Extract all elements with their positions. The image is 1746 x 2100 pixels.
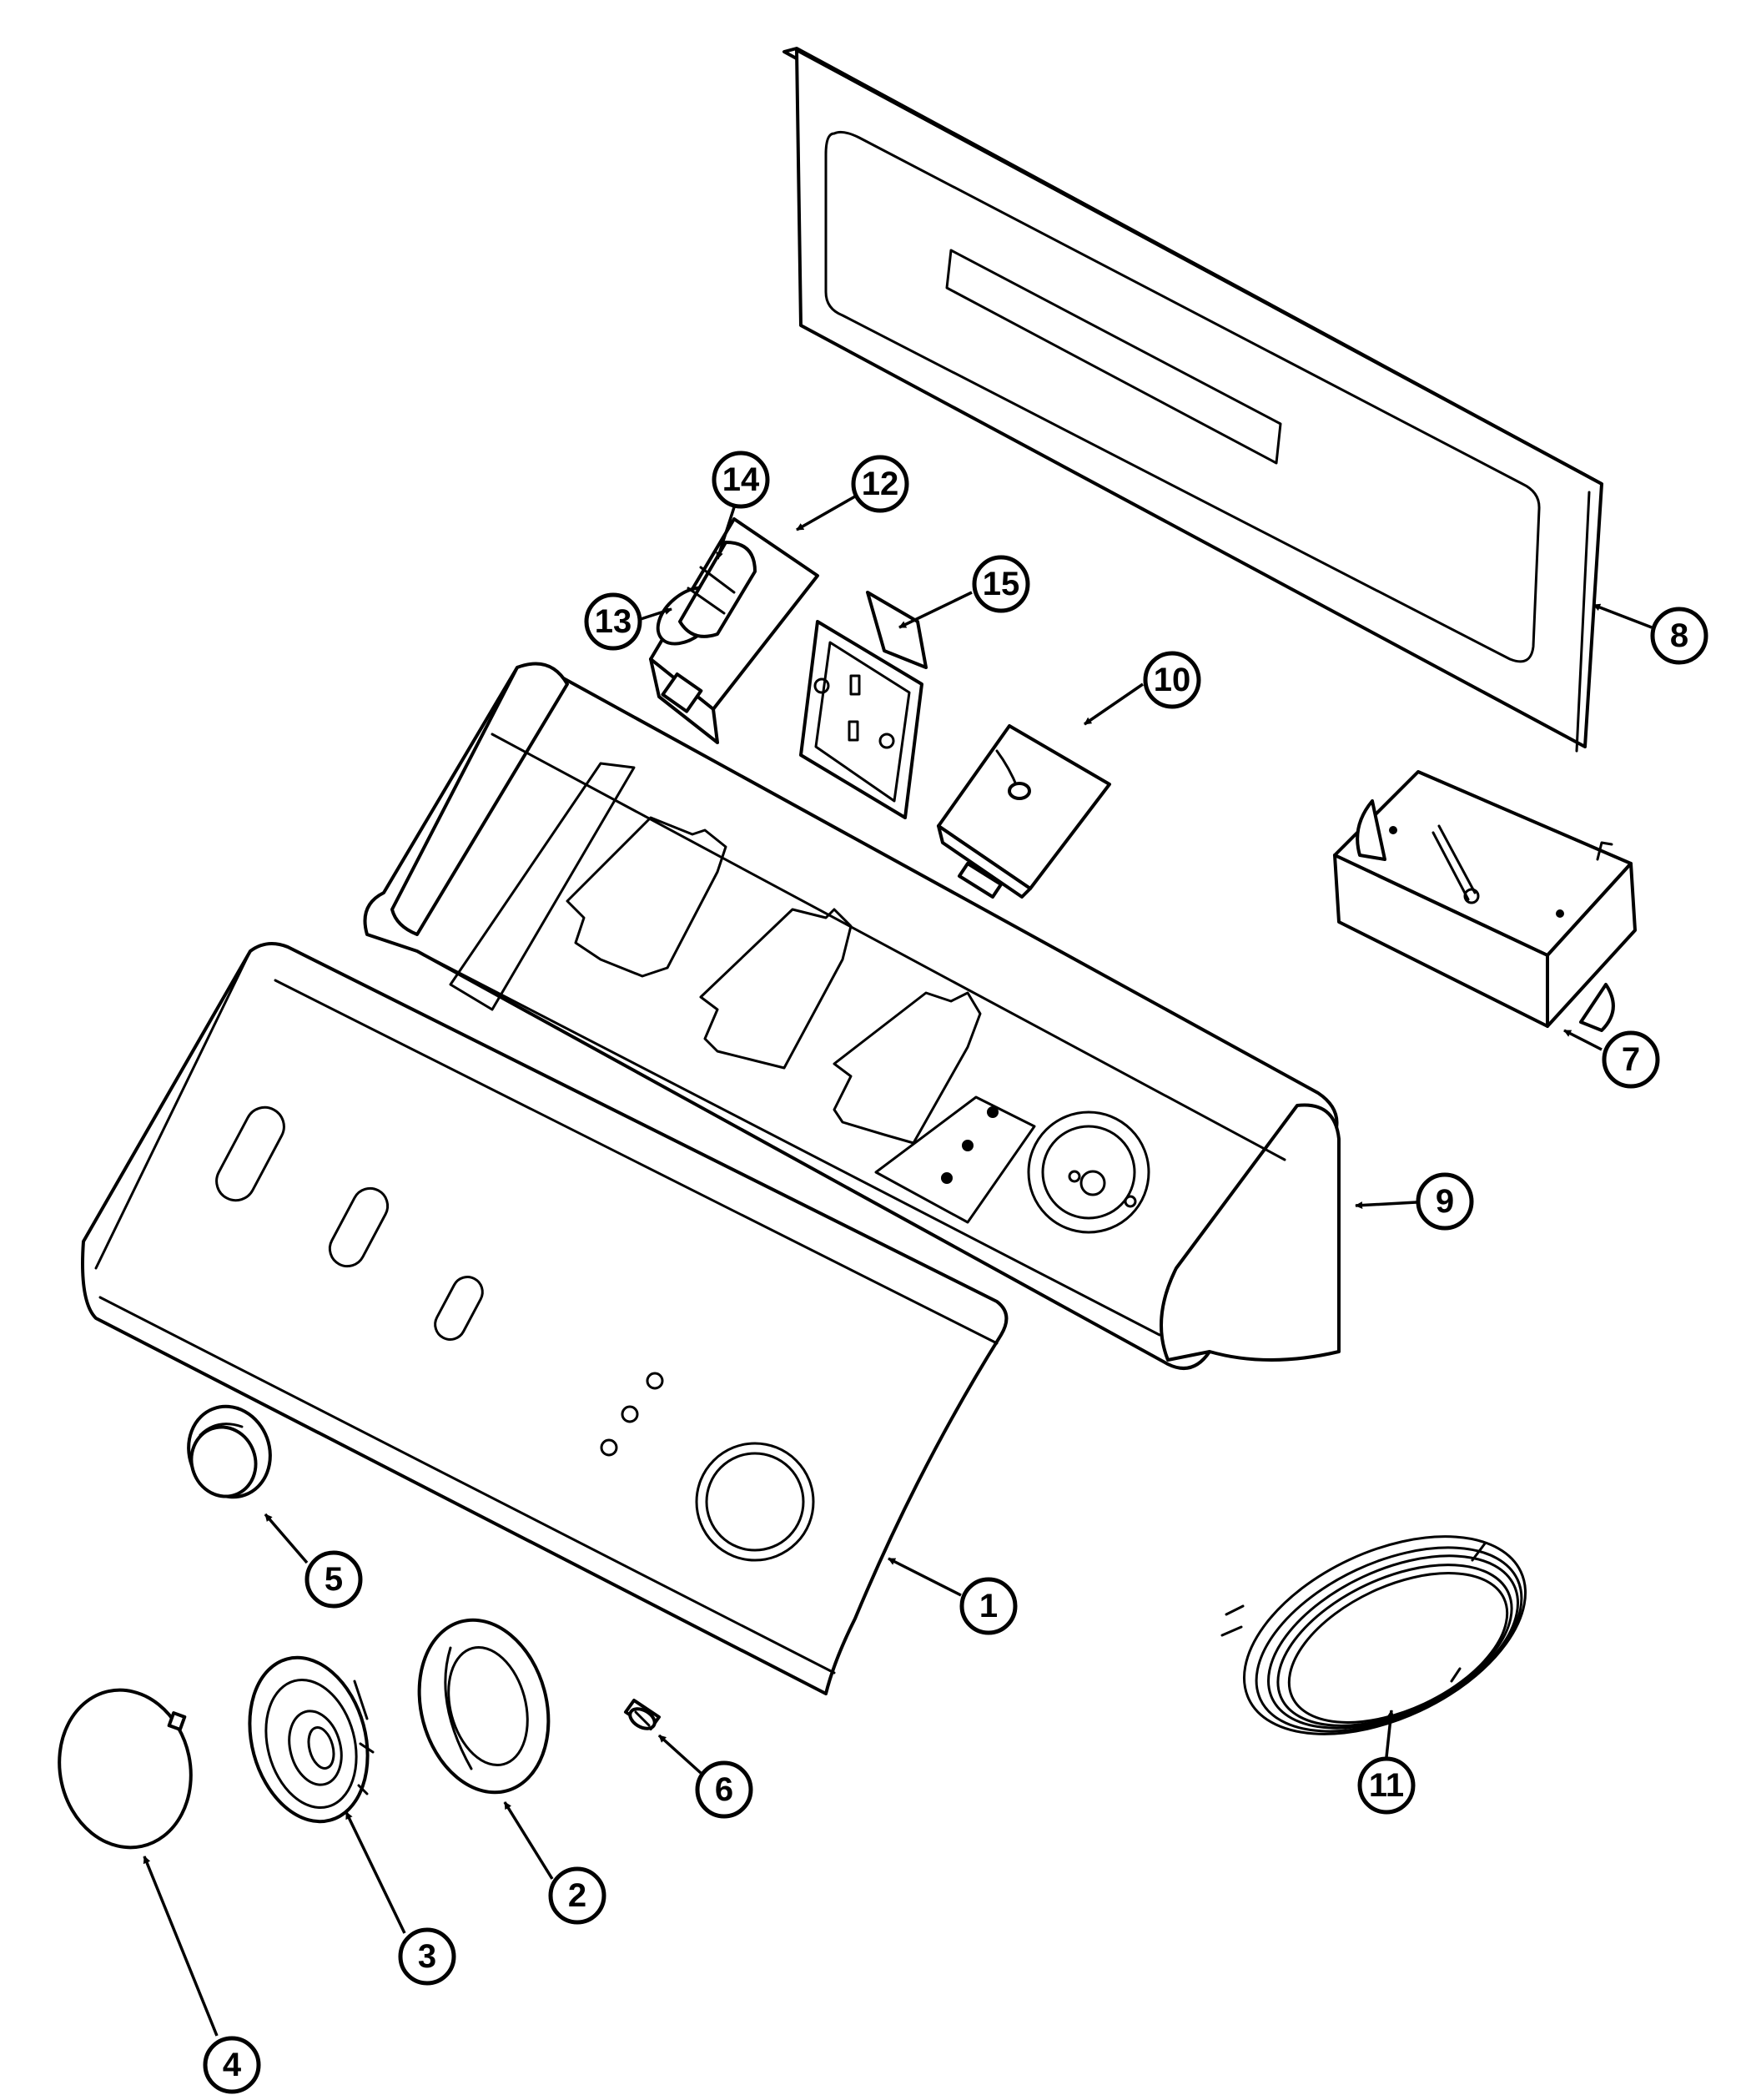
callout-11: 11 [1357, 1756, 1416, 1815]
callout-13-label: 13 [595, 603, 632, 640]
callout-5: 5 [304, 1550, 363, 1609]
part-7-timer [1333, 770, 1637, 1032]
callout-2: 2 [548, 1866, 606, 1925]
callout-14-label: 14 [722, 461, 760, 498]
callout-14: 14 [712, 451, 770, 509]
callout-9-label: 9 [1436, 1183, 1454, 1220]
callout-4: 4 [203, 2036, 261, 2094]
callout-7: 7 [1602, 1030, 1660, 1089]
part-5-knob [187, 1404, 272, 1499]
part-11-wire-harness [1220, 1535, 1527, 1735]
callout-4-label: 4 [223, 2047, 242, 2083]
part-1-control-panel [81, 942, 1009, 1695]
part-2-bezel [417, 1618, 551, 1795]
part-4-cap [58, 1688, 193, 1850]
part-6-screw [624, 1699, 661, 1730]
callout-9: 9 [1416, 1172, 1474, 1231]
part-15-outlet [799, 591, 928, 819]
callout-2-label: 2 [568, 1877, 586, 1914]
part-8-rear-panel [782, 47, 1603, 753]
callout-15: 15 [972, 555, 1030, 613]
part-14-switch-rocker [678, 541, 757, 638]
leader-lines [143, 495, 1653, 2037]
callout-10-label: 10 [1154, 662, 1191, 698]
callout-7-label: 7 [1622, 1041, 1640, 1078]
callout-5-label: 5 [325, 1561, 343, 1598]
callout-11-label: 11 [1369, 1767, 1404, 1804]
callout-8: 8 [1650, 607, 1708, 665]
callout-12-label: 12 [862, 466, 899, 502]
callout-6: 6 [695, 1760, 753, 1819]
callout-1-label: 1 [979, 1588, 998, 1624]
callout-15-label: 15 [983, 566, 1020, 602]
callout-13: 13 [584, 592, 642, 651]
callout-12: 12 [851, 455, 909, 513]
callout-1: 1 [959, 1577, 1018, 1635]
callout-6-label: 6 [715, 1771, 733, 1808]
callout-8-label: 8 [1670, 617, 1688, 654]
part-10-control-box [937, 724, 1111, 899]
callout-3: 3 [398, 1927, 456, 1986]
part-9-console [363, 662, 1341, 1370]
callout-10: 10 [1143, 651, 1201, 709]
part-3-dial-knob [248, 1655, 375, 1824]
callout-3-label: 3 [418, 1938, 436, 1975]
